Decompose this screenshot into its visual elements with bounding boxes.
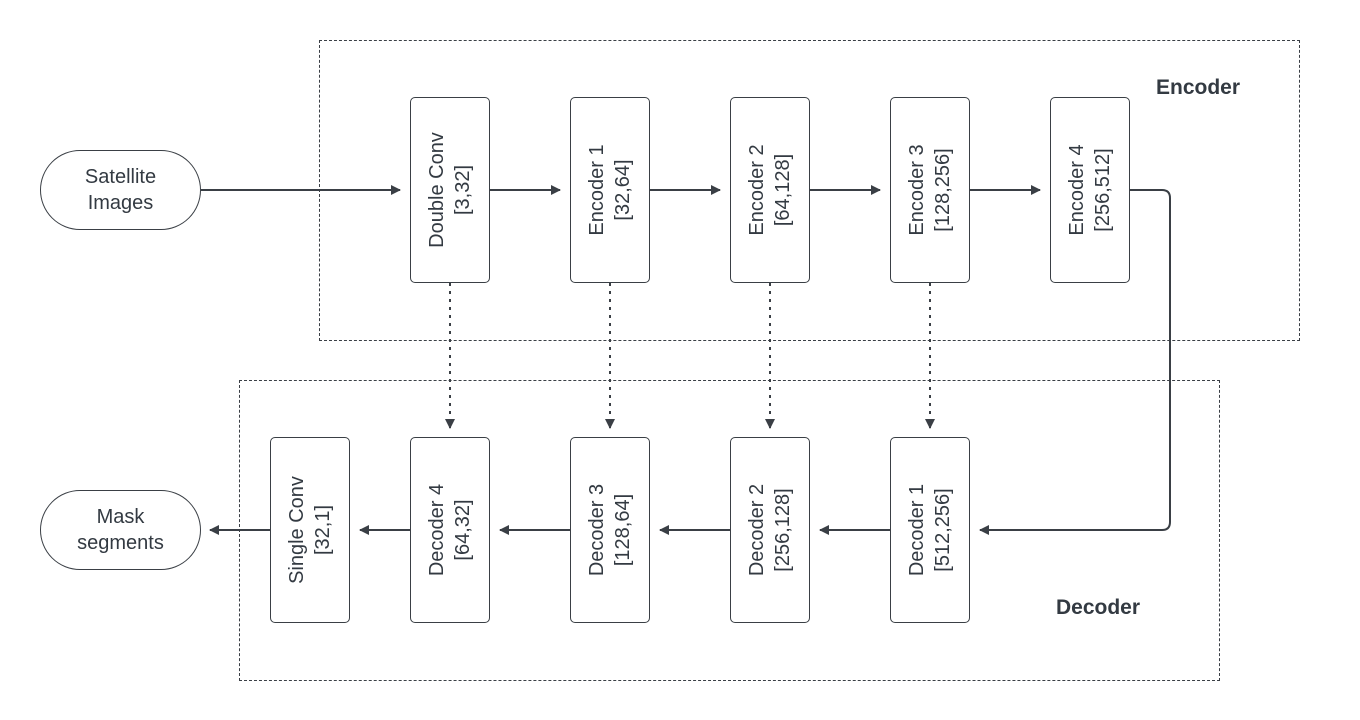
decoder-3-block: Decoder 3 [128,64]	[570, 437, 650, 623]
block-dims: [32,1]	[312, 504, 334, 556]
block-dims: [128,64]	[612, 493, 634, 567]
block-name: Decoder 1	[906, 483, 928, 577]
decoder-2-block: Decoder 2 [256,128]	[730, 437, 810, 623]
block-name: Decoder 4	[426, 483, 448, 577]
block-dims: [128,256]	[932, 148, 954, 232]
block-dims: [512,256]	[932, 488, 954, 572]
block-dims: [256,128]	[772, 488, 794, 572]
encoder-2-block: Encoder 2 [64,128]	[730, 97, 810, 283]
double-conv-block: Double Conv [3,32]	[410, 97, 490, 283]
output-label-line1: Mask	[96, 506, 145, 528]
arrow-encoder-4-to-decoder-1	[979, 189, 1171, 535]
encoder-1-block: Encoder 1 [32,64]	[570, 97, 650, 283]
block-dims: [256,512]	[1092, 148, 1114, 232]
block-name: Decoder 3	[586, 483, 608, 577]
block-name: Decoder 2	[746, 483, 768, 577]
block-name: Double Conv	[426, 132, 448, 248]
output-label-line2: segments	[77, 532, 164, 554]
block-dims: [32,64]	[612, 159, 634, 221]
block-name: Encoder 4	[1066, 144, 1088, 236]
decoder-title: Decoder	[1056, 596, 1141, 619]
block-dims: [64,32]	[452, 499, 474, 561]
encoder-3-block: Encoder 3 [128,256]	[890, 97, 970, 283]
decoder-4-block: Decoder 4 [64,32]	[410, 437, 490, 623]
block-name: Single Conv	[286, 476, 308, 584]
decoder-1-block: Decoder 1 [512,256]	[890, 437, 970, 623]
block-name: Encoder 2	[746, 144, 768, 236]
single-conv-block: Single Conv [32,1]	[270, 437, 350, 623]
input-label-line2: Images	[87, 192, 154, 214]
block-dims: [64,128]	[772, 153, 794, 227]
encoder-4-block: Encoder 4 [256,512]	[1050, 97, 1130, 283]
encoder-title: Encoder	[1156, 76, 1241, 99]
input-label-line1: Satellite	[84, 166, 157, 188]
block-name: Encoder 1	[586, 144, 608, 236]
block-dims: [3,32]	[452, 164, 474, 216]
block-name: Encoder 3	[906, 144, 928, 236]
input-terminal: Satellite Images	[40, 150, 201, 230]
output-terminal: Mask segments	[40, 490, 201, 570]
